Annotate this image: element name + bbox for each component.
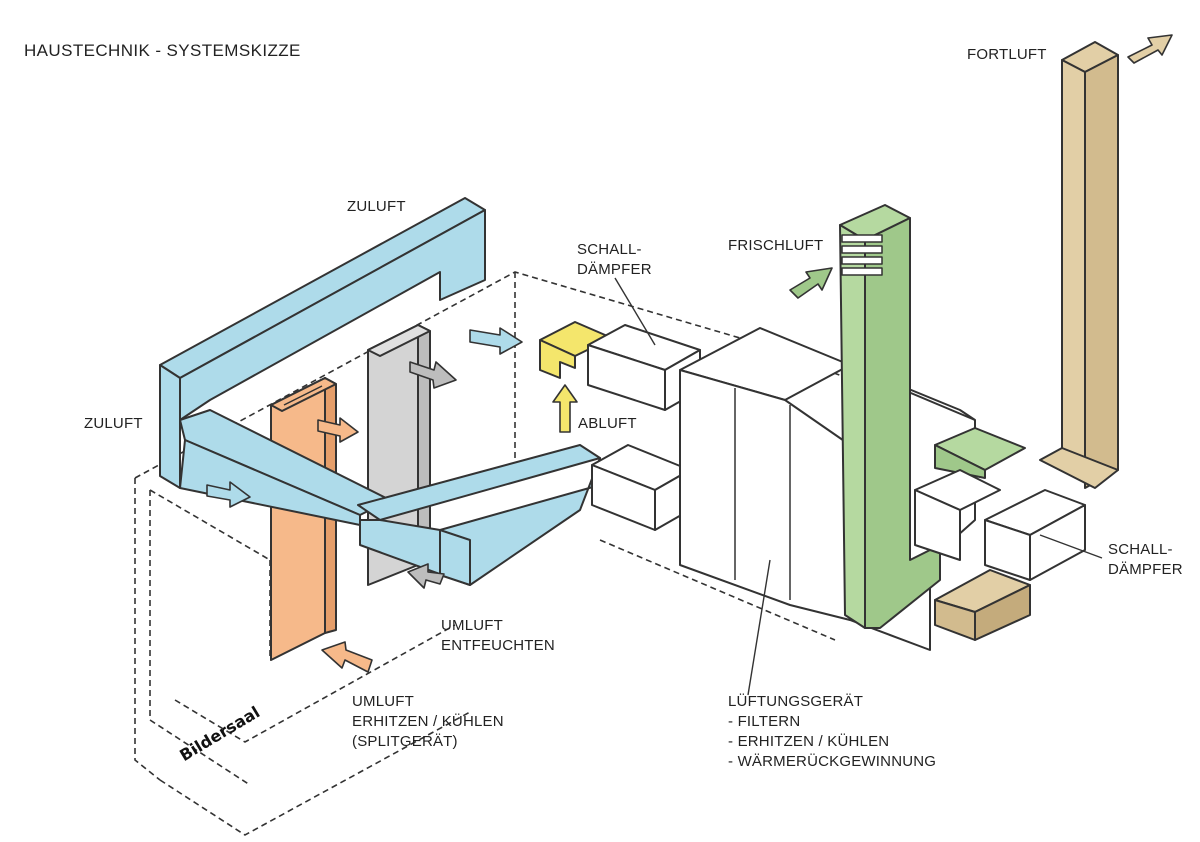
arrow-orange-in — [321, 641, 373, 673]
arrow-supply-left — [206, 481, 251, 508]
arrow-grey-in — [407, 563, 445, 589]
label-line: UMLUFT — [441, 617, 504, 634]
label-line: DÄMPFER — [577, 261, 652, 278]
label-schalldaempfer-top: SCHALL- DÄMPFER — [577, 240, 652, 280]
label-abluft: ABLUFT — [578, 415, 637, 432]
arrow-fortluft — [1127, 34, 1173, 64]
label-line: DÄMPFER — [1108, 561, 1183, 578]
label-line: SCHALL- — [577, 241, 642, 258]
arrow-fresh-air — [789, 267, 833, 299]
label-line: ERHITZEN / KÜHLEN — [352, 713, 504, 730]
label-lueftungsgeraet: LÜFTUNGSGERÄT - FILTERN - ERHITZEN / KÜH… — [728, 692, 936, 772]
sound-attenuator-bottom — [591, 444, 691, 531]
label-line: UMLUFT — [352, 693, 415, 710]
label-zuluft-top: ZULUFT — [347, 198, 406, 215]
label-frischluft: FRISCHLUFT — [728, 237, 824, 254]
split-unit — [270, 377, 337, 661]
label-umluft-split: UMLUFT ERHITZEN / KÜHLEN (SPLITGERÄT) — [352, 692, 504, 752]
supply-duct — [159, 197, 601, 586]
leader-lines — [614, 277, 1103, 696]
label-zuluft-left: ZULUFT — [84, 415, 143, 432]
arrow-orange-out — [317, 417, 359, 443]
page-title: HAUSTECHNIK - SYSTEMSKIZZE — [24, 41, 301, 60]
airflow-arrows — [206, 34, 1173, 673]
exhaust-stack — [934, 41, 1119, 641]
label-line: - WÄRMERÜCKGEWINNUNG — [728, 753, 937, 770]
label-line: SCHALL- — [1108, 541, 1173, 558]
label-schalldaempfer-right: SCHALL- DÄMPFER — [1108, 540, 1183, 580]
label-line: ENTFEUCHTEN — [441, 637, 555, 654]
arrow-exhaust-up — [552, 384, 578, 433]
label-line: LÜFTUNGSGERÄT — [728, 693, 864, 710]
label-line: - FILTERN — [728, 713, 801, 730]
label-umluft-entfeuchten: UMLUFT ENTFEUCHTEN — [441, 616, 555, 656]
sound-attenuator-right — [914, 469, 1086, 581]
label-line: (SPLITGERÄT) — [352, 733, 458, 750]
arrow-supply-top — [469, 327, 523, 355]
label-fortluft: FORTLUFT — [967, 46, 1047, 63]
arrow-grey-out — [409, 361, 457, 389]
sound-attenuator-top — [587, 324, 701, 411]
fresh-air-tower — [839, 204, 1026, 629]
label-line: - ERHITZEN / KÜHLEN — [728, 733, 890, 750]
